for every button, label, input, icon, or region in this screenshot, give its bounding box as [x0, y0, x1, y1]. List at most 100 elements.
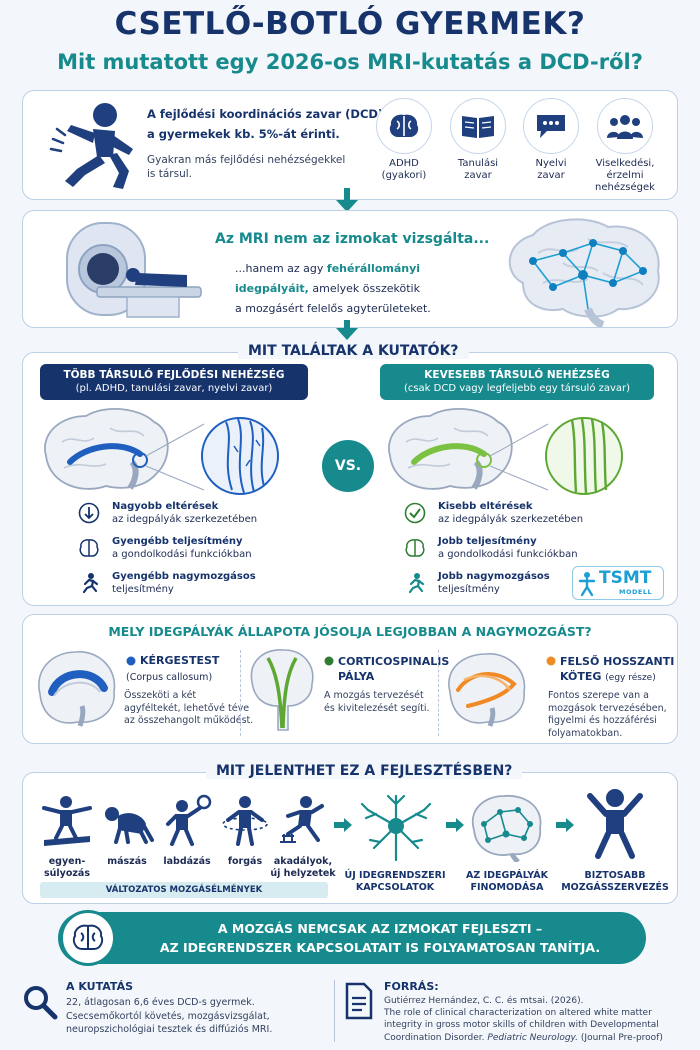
mri-line1: ...hanem az agy: [235, 262, 324, 275]
intro-line3: Gyakran más fejlődési nehézségekkel: [147, 154, 346, 166]
brain-left-illustration: [44, 408, 279, 495]
stumbling-child-icon: [49, 103, 133, 189]
findings-title: MIT TALÁLTAK A KUTATÓK?: [238, 343, 469, 359]
tracts-card: [22, 614, 678, 744]
activity-label-ball: labdázás: [163, 856, 211, 867]
brain-network-illustration: [508, 218, 660, 327]
activities-banner: VÁLTOZATOS MOZGÁSÉLMÉNYEK: [40, 882, 328, 898]
neuron-connections-icon: [360, 794, 432, 862]
study-text: 22, átlagosan 6,6 éves DCD-s gyermek.Cse…: [66, 997, 273, 1035]
development-title: MIT JELENTHET EZ A FEJLESZTÉSBEN?: [206, 763, 523, 779]
jumping-child-icon: [587, 789, 643, 859]
balance-beam-child-icon: [42, 796, 92, 846]
vs-badge: VS.: [322, 440, 374, 492]
footer-divider: [334, 980, 335, 1042]
key-message-icon-circle: [60, 910, 116, 966]
mri-highlight2: idegpályáit,: [235, 282, 309, 295]
bullet-dot-green-icon: [324, 656, 334, 666]
findings-banner-left: TÖBB TÁRSULÓ FEJLŐDÉSI NEHÉZSÉG(pl. ADHD…: [40, 364, 308, 400]
brain-pathways-icon: [471, 795, 542, 862]
tract-divider-1: [240, 650, 241, 736]
intro-line4: is társul.: [147, 168, 192, 180]
running-child-green-icon: [408, 573, 425, 594]
flow-arrow-stem: [344, 188, 350, 202]
page-title: CSETLŐ-BOTLÓ GYERMEK?: [114, 6, 586, 42]
page-subtitle: Mit mutatott egy 2026-os MRI-kutatás a D…: [57, 50, 643, 74]
step-arrow-3-icon: [556, 818, 574, 832]
flow-arrow-down-2: [336, 328, 358, 340]
intro-line2: a gyermekek kb. 5%-át érinti.: [147, 127, 340, 141]
brain-right-illustration: [388, 408, 623, 495]
findings-banner-right: KEVESEBB TÁRSULÓ NEHÉZSÉG(csak DCD vagy …: [380, 364, 654, 400]
magnifier-icon: [24, 986, 58, 1020]
brain-message-icon: [72, 924, 104, 950]
flow-arrow-stem-2: [344, 320, 350, 330]
mri-line3: a mozgásért felelős agyterületeket.: [235, 302, 431, 315]
running-child-icon: [82, 573, 99, 594]
tsmt-logo-main: TSMT: [599, 568, 652, 588]
condition-adhd-circle: [376, 98, 432, 154]
tracts-title: MELY IDEGPÁLYÁK ÁLLAPOTA JÓSOLJA LEGJOBB…: [108, 624, 592, 639]
tract-divider-2: [438, 650, 439, 736]
spinning-child-icon: [222, 796, 268, 846]
tsmt-figure-icon: [578, 572, 596, 597]
activity-label-balance: egyen-súlyozás: [44, 856, 90, 879]
mri-body: ...hanem az agy fehérállományi idegpályá…: [235, 259, 485, 319]
corpus-callosum-brain-illustration: [38, 651, 116, 727]
tsmt-logo-sub: MODELL: [619, 588, 653, 596]
down-arrow-circle-icon: [78, 502, 100, 524]
source-text: Gutiérrez Hernández, C. C. és mtsai. (20…: [384, 996, 663, 1043]
condition-behavior-circle: [597, 98, 653, 154]
bullet-dot-blue-icon: [126, 656, 136, 666]
check-circle-icon: [404, 502, 426, 524]
key-message-text: A MOZGÁS NEMCSAK AZ IZMOKAT FEJLESZTI – …: [120, 919, 640, 957]
intro-line1: A fejlődési koordinációs zavar (DCD): [147, 107, 384, 121]
corticospinal-brain-illustration: [250, 649, 314, 731]
mri-headline: Az MRI nem az izmokat vizsgálta...: [215, 231, 490, 247]
mri-line2b: amelyek összekötik: [312, 282, 420, 295]
condition-label-adhd: ADHD(gyakori): [381, 158, 427, 181]
brain-outline-icon: [79, 539, 99, 557]
tsmt-logo: TSMT MODELL: [572, 566, 664, 600]
mri-card: Az MRI nem az izmokat vizsgálta... ...ha…: [22, 210, 678, 328]
step-arrow-1-icon: [334, 818, 352, 832]
condition-language-circle: [523, 98, 579, 154]
key-message-line1: A MOZGÁS NEMCSAK AZ IZMOKAT FEJLESZTI –: [217, 921, 543, 936]
intro-card: A fejlődési koordinációs zavar (DCD) a g…: [22, 90, 678, 200]
mri-highlight1: fehérállományi: [326, 262, 421, 275]
tract-1-name: KÉRGESTEST: [140, 654, 220, 667]
obstacle-child-icon: [280, 796, 324, 843]
key-message-banner: [58, 912, 646, 964]
activity-label-crawling: mászás: [107, 856, 147, 867]
book-icon: [462, 116, 494, 138]
mri-scanner-illustration: [66, 222, 202, 318]
step-arrow-2-icon: [446, 818, 464, 832]
ball-playing-child-icon: [166, 794, 212, 846]
people-icon: [607, 115, 643, 139]
bullet-dot-orange-icon: [546, 656, 556, 666]
crawling-baby-icon: [105, 807, 154, 844]
flow-arrow-down: [336, 200, 358, 212]
speech-bubble-icon: [537, 115, 565, 138]
source-title: FORRÁS:: [384, 980, 439, 993]
activity-label-spinning: forgás: [227, 856, 263, 867]
brain-outline-green-icon: [405, 539, 425, 557]
document-icon: [345, 982, 373, 1020]
